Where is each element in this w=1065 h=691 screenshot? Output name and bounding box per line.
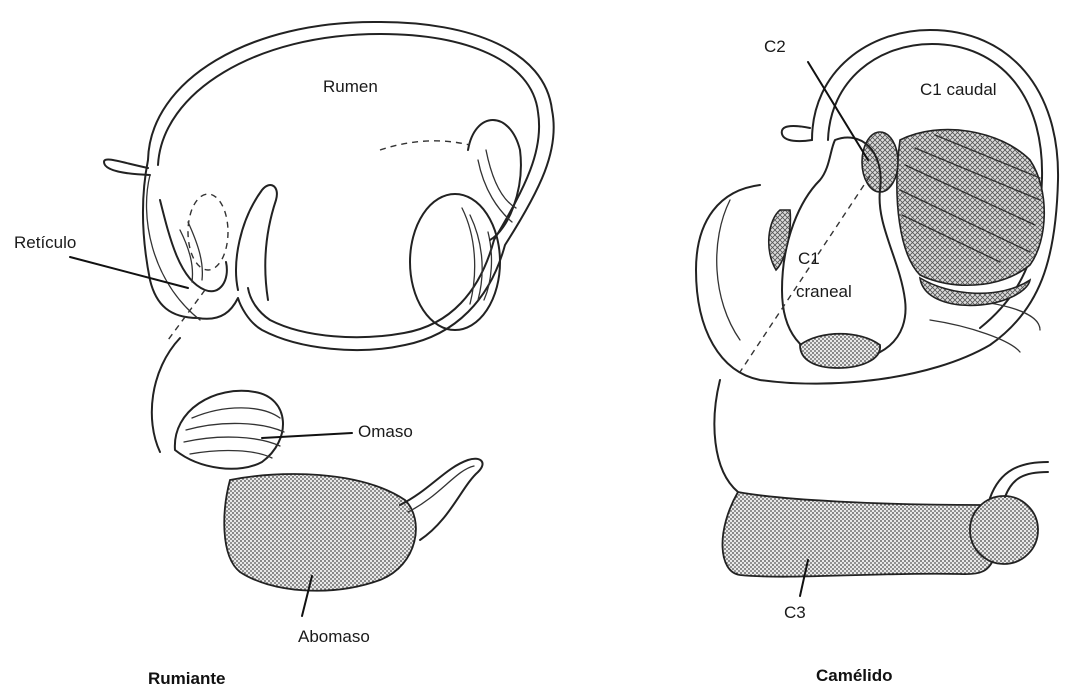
ruminant-esophagus: [104, 160, 150, 175]
reticulum-dashed-ellipse: [188, 194, 228, 270]
label-rumen: Rumen: [323, 77, 378, 96]
label-c1-craneal-line1: C1: [798, 249, 820, 268]
omasum-outline: [175, 391, 283, 469]
blind-sac-shading: [462, 208, 491, 304]
reticulum-outline: [160, 200, 227, 291]
c2-leader: [808, 62, 868, 160]
ruminant-stomach-drawing: [104, 22, 554, 591]
label-c3: C3: [784, 603, 806, 622]
c1-cranial-saccules: [769, 210, 791, 270]
c3-tube: [722, 492, 996, 577]
omaso-leader: [262, 433, 352, 438]
caption-rumiante: Rumiante: [148, 669, 225, 688]
abomasum-shape: [224, 474, 416, 591]
label-c2: C2: [764, 37, 786, 56]
camelid-connector: [714, 380, 738, 492]
camelid-stomach-drawing: [696, 30, 1058, 577]
rumen-dashed-line: [380, 141, 470, 150]
c1-caudal-sac: [897, 130, 1044, 286]
reticulum-shading: [180, 222, 202, 282]
label-c1-craneal-line2: craneal: [796, 282, 852, 301]
ruminant-dashed-axis: [168, 290, 205, 340]
c3-terminal-ampulla: [970, 496, 1038, 564]
camelid-duodenum: [990, 462, 1048, 498]
camelid-esophagus: [782, 126, 812, 141]
label-c1-caudal: C1 caudal: [920, 80, 997, 99]
label-omaso: Omaso: [358, 422, 413, 441]
caption-camelido: Camélido: [816, 666, 893, 685]
omasum-laminae: [184, 408, 284, 458]
label-abomaso: Abomaso: [298, 627, 370, 646]
c1-cranial-gland: [800, 334, 880, 368]
rumen-pillar: [236, 185, 277, 300]
label-reticulo: Retículo: [14, 233, 76, 252]
reticulo-leader: [70, 257, 188, 288]
